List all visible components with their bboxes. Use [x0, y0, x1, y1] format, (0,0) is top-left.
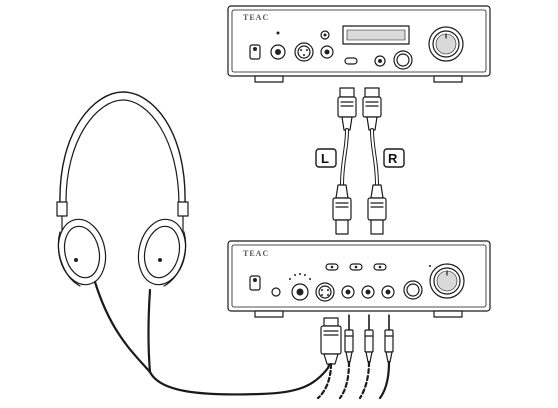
xlr-connector-icon: [367, 184, 387, 235]
headphone-cable: [93, 280, 332, 396]
power-button-icon: [249, 275, 261, 291]
power-button-icon: [249, 44, 261, 60]
left-channel-label: L: [315, 148, 337, 168]
xlr-connector-icon: [332, 184, 352, 235]
bottom-amplifier-unit: TEAC: [227, 240, 491, 318]
svg-text:R: R: [388, 151, 398, 166]
trs-plug-icon: [344, 314, 354, 363]
xlr-connector-icon: [337, 87, 357, 131]
right-channel-label: R: [383, 148, 405, 168]
xlr-connector-icon: [320, 317, 342, 365]
top-amplifier-unit: TEAC: [227, 5, 491, 83]
xlr-cable-pair: L R: [315, 87, 405, 235]
trs-plug-icon: [384, 314, 394, 363]
xlr-connector-icon: [362, 87, 382, 131]
svg-text:L: L: [321, 151, 329, 166]
bottom-unit-brand: TEAC: [243, 249, 269, 258]
trs-plug-icon: [364, 314, 374, 363]
plug-group: [316, 314, 394, 400]
headphones-icon: [56, 91, 189, 287]
top-unit-brand: TEAC: [243, 13, 269, 22]
